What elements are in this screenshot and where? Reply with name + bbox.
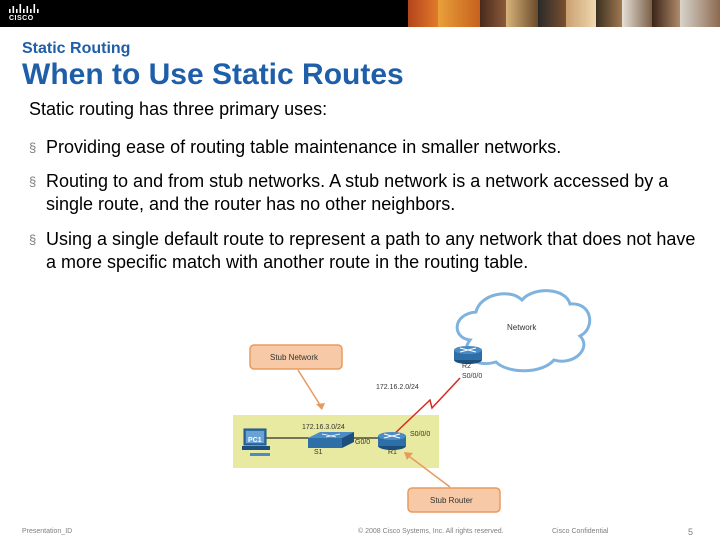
bullet-marker: § (29, 140, 37, 155)
s1-switch-icon (308, 432, 354, 448)
intro-text: Static routing has three primary uses: (29, 99, 328, 119)
bullet-item: § Using a single default route to repres… (29, 228, 704, 274)
footer-copyright: © 2008 Cisco Systems, Inc. All rights re… (358, 528, 504, 535)
people-photo-banner (408, 0, 720, 27)
bullet-item: § Routing to and from stub networks. A s… (29, 170, 704, 216)
wan-subnet-label: 172.16.2.0/24 (376, 384, 419, 391)
r1-s-interface-label: S0/0/0 (410, 431, 430, 438)
stub-router-callout (407, 487, 501, 513)
pc1-label: PC1 (248, 437, 262, 444)
cisco-bars-icon (9, 4, 39, 13)
r1-router-icon (378, 432, 406, 450)
network-cloud (455, 289, 592, 373)
footer-presentation-id: Presentation_ID (22, 528, 73, 535)
bullet-text: Using a single default route to represen… (46, 229, 696, 272)
bullet-text: Providing ease of routing table maintena… (46, 137, 562, 157)
stub-network-arrowhead (316, 403, 325, 410)
pc1-computer-icon (242, 428, 270, 456)
cisco-logo: CISCO (8, 4, 42, 23)
top-bar: CISCO (0, 0, 720, 27)
cloud-label: Network (507, 323, 537, 332)
bullet-item: § Providing ease of routing table mainte… (29, 136, 704, 159)
footer-confidential: Cisco Confidential (552, 528, 609, 535)
bullet-marker: § (29, 232, 37, 247)
r1-g-interface-label: G0/0 (355, 439, 370, 446)
stub-network-arrow (297, 369, 323, 409)
slide-title: When to Use Static Routes (22, 58, 404, 91)
stub-router-arrowhead (404, 452, 413, 460)
r2-label: R2 (462, 363, 471, 370)
wan-serial-link (389, 377, 461, 439)
r2-interface-label: S0/0/0 (462, 373, 482, 380)
logo-text: CISCO (9, 15, 34, 22)
stub-network-label: Stub Network (270, 353, 319, 362)
lan-subnet-label: 172.16.3.0/24 (302, 424, 345, 431)
stub-network-callout (249, 344, 343, 370)
stub-router-arrow (405, 453, 451, 488)
bullet-text: Routing to and from stub networks. A stu… (46, 171, 669, 214)
bullet-marker: § (29, 174, 37, 189)
r1-label: R1 (388, 449, 397, 456)
stub-router-label: Stub Router (430, 496, 473, 505)
r2-router-icon (454, 346, 482, 364)
section-subtitle: Static Routing (22, 40, 131, 57)
s1-label: S1 (314, 449, 323, 456)
stub-network-diagram: Network R2 S0/0/0 172.16.2.0/24 172.16.3… (233, 289, 592, 513)
page-number: 5 (688, 527, 694, 537)
